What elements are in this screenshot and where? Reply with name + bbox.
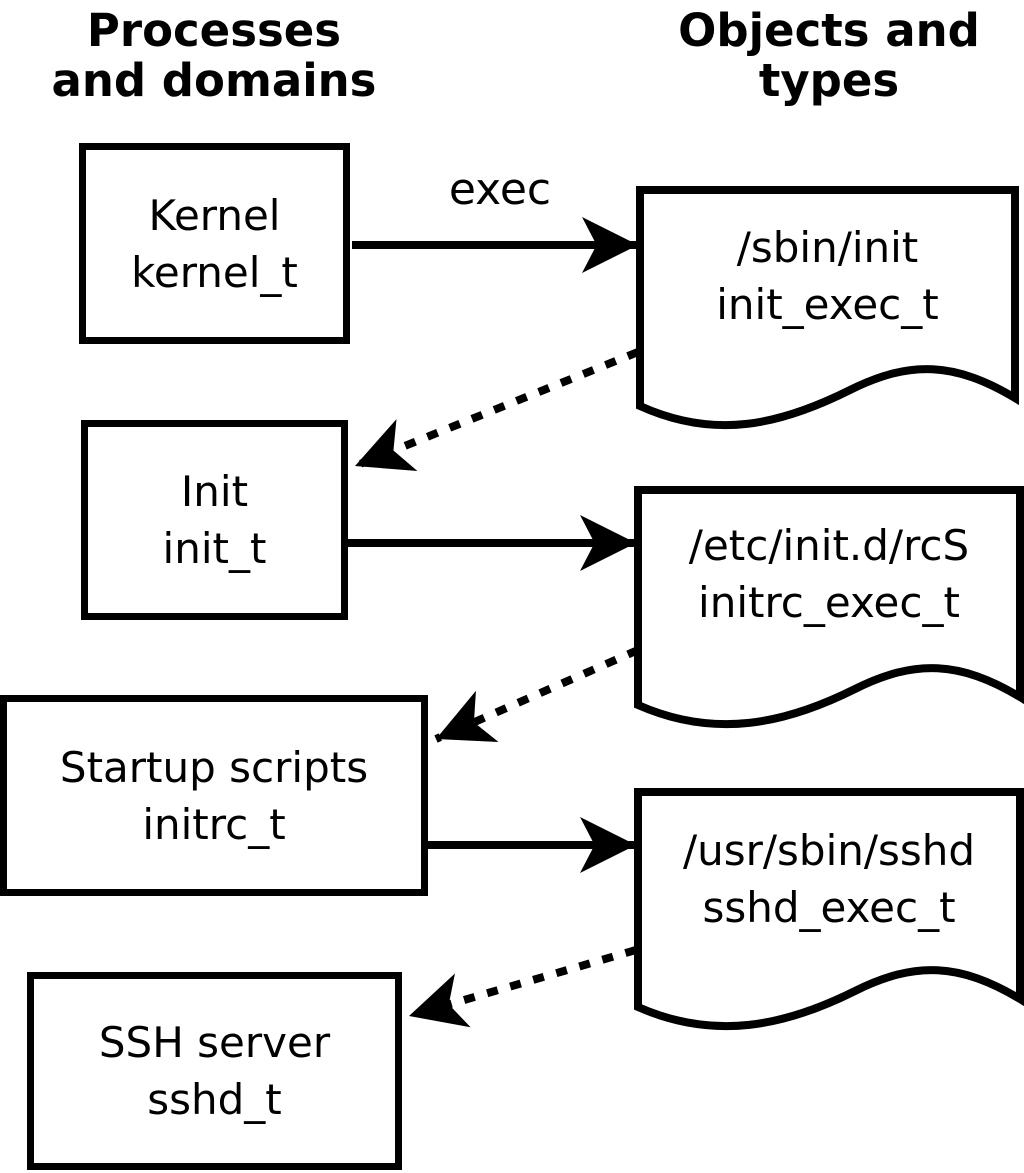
object-path: /sbin/init [736, 223, 919, 272]
column-header-objects: Objects and types [633, 6, 1024, 106]
object-label-etc-initd-rcs: /etc/init.d/rcS initrc_exec_t [638, 517, 1020, 631]
column-header-objects-line2: types [758, 54, 900, 107]
process-domain: initrc_t [142, 799, 286, 849]
exec-arrow-label: exec [448, 164, 552, 215]
object-path: /etc/init.d/rcS [688, 521, 970, 570]
object-type: initrc_exec_t [698, 578, 960, 627]
column-header-processes-line1: Processes [86, 4, 342, 57]
arrow-transition-init-exec-to-init [353, 348, 640, 472]
column-header-processes: Processes and domains [18, 6, 410, 106]
arrow-transition-sshd-exec-to-sshd [407, 946, 638, 1028]
process-name: Kernel [148, 190, 281, 240]
process-name: Init [180, 467, 249, 516]
process-name: Startup scripts [59, 742, 369, 792]
document-shape-etc-initd-rcs [634, 486, 1024, 729]
process-domain: sshd_t [147, 1075, 282, 1124]
object-label-usr-sbin-sshd: /usr/sbin/sshd sshd_exec_t [638, 822, 1020, 936]
process-domain: init_t [162, 524, 267, 573]
object-type: init_exec_t [716, 280, 939, 329]
object-path: /usr/sbin/sshd [682, 826, 976, 875]
process-domain: kernel_t [131, 247, 298, 297]
process-name: SSH server [98, 1018, 331, 1067]
process-box-kernel: Kernel kernel_t [79, 143, 350, 344]
column-header-objects-line1: Objects and [678, 4, 980, 57]
document-shape-sbin-init [636, 186, 1019, 430]
process-box-init: Init init_t [81, 420, 348, 620]
arrow-transition-initrc-exec-to-initrc [434, 646, 640, 743]
document-shape-usr-sbin-sshd [634, 788, 1024, 1031]
process-box-ssh-server: SSH server sshd_t [27, 972, 402, 1170]
object-label-sbin-init: /sbin/init init_exec_t [640, 219, 1015, 333]
column-header-processes-line2: and domains [51, 54, 377, 107]
process-box-startup-scripts: Startup scripts initrc_t [0, 695, 428, 896]
object-type: sshd_exec_t [702, 883, 956, 932]
